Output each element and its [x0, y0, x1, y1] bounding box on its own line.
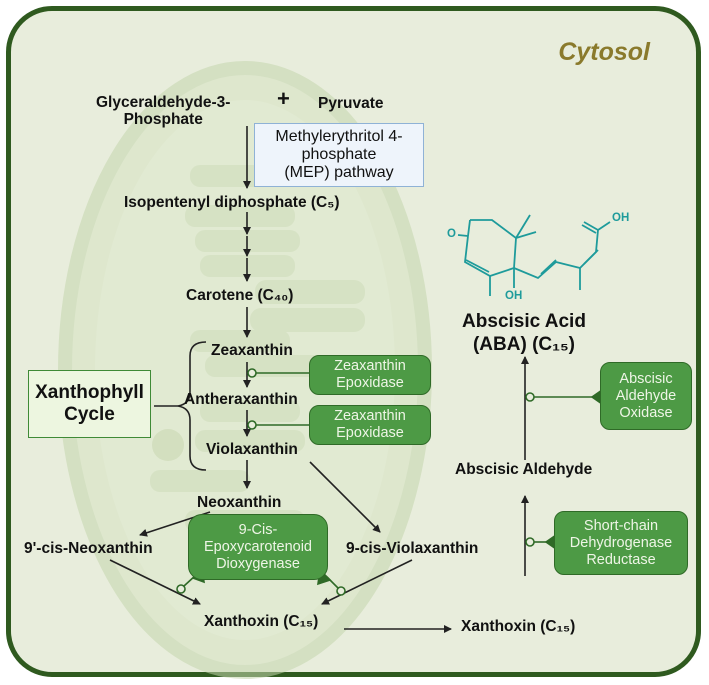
- glyceraldehyde-label: Glyceraldehyde-3- Phosphate: [96, 94, 231, 128]
- zeaxanthin-epoxidase-1: Zeaxanthin Epoxidase: [309, 355, 431, 395]
- arrow-to-9-cis-violaxanthin: [309, 461, 381, 533]
- carotene-label: Carotene (C₄₀): [186, 287, 294, 304]
- zeaxanthin-label: Zeaxanthin: [211, 342, 293, 359]
- pyruvate-label: Pyruvate: [318, 95, 384, 112]
- arrow-neox-to-xanthoxin: [109, 559, 201, 605]
- mep-pathway-box: Methylerythritol 4- phosphate (MEP) path…: [254, 123, 424, 187]
- aldehyde-oxidase-enzyme: Abscisic Aldehyde Oxidase: [600, 362, 692, 430]
- neoxanthin-label: Neoxanthin: [197, 494, 282, 511]
- zeaxanthin-epoxidase-2: Zeaxanthin Epoxidase: [309, 405, 431, 445]
- sdr-enzyme: Short-chain Dehydrogenase Reductase: [554, 511, 688, 575]
- nced-enzyme: 9-Cis- Epoxycarotenoid Dioxygenase: [188, 514, 328, 580]
- cis-violaxanthin-label: 9-cis-Violaxanthin: [346, 540, 479, 557]
- aba-oh-label: OH: [612, 212, 630, 224]
- abscisic-aldehyde-label: Abscisic Aldehyde: [455, 461, 593, 478]
- arrow-viol-to-xanthoxin: [321, 559, 413, 605]
- aba-ring-oh-label: OH: [505, 290, 523, 302]
- violaxanthin-label: Violaxanthin: [206, 441, 298, 458]
- xanthophyll-cycle-box: Xanthophyll Cycle: [28, 370, 151, 438]
- ipp-label: Isopentenyl diphosphate (C₅): [124, 194, 340, 211]
- xanthoxin-plastid-label: Xanthoxin (C₁₅): [204, 613, 319, 630]
- xanthoxin-cytosol-label: Xanthoxin (C₁₅): [461, 618, 576, 635]
- aba-o-label: O: [447, 228, 456, 240]
- pathway-arrows: [109, 126, 529, 633]
- cis-neoxanthin-label: 9'-cis-Neoxanthin: [24, 540, 153, 557]
- cytosol-label: Cytosol: [558, 38, 651, 66]
- antheraxanthin-label: Antheraxanthin: [184, 391, 298, 408]
- aba-label: Abscisic Acid (ABA) (C₁₅): [462, 311, 586, 355]
- plus-sign: +: [277, 86, 290, 111]
- aba-structure: [457, 214, 611, 296]
